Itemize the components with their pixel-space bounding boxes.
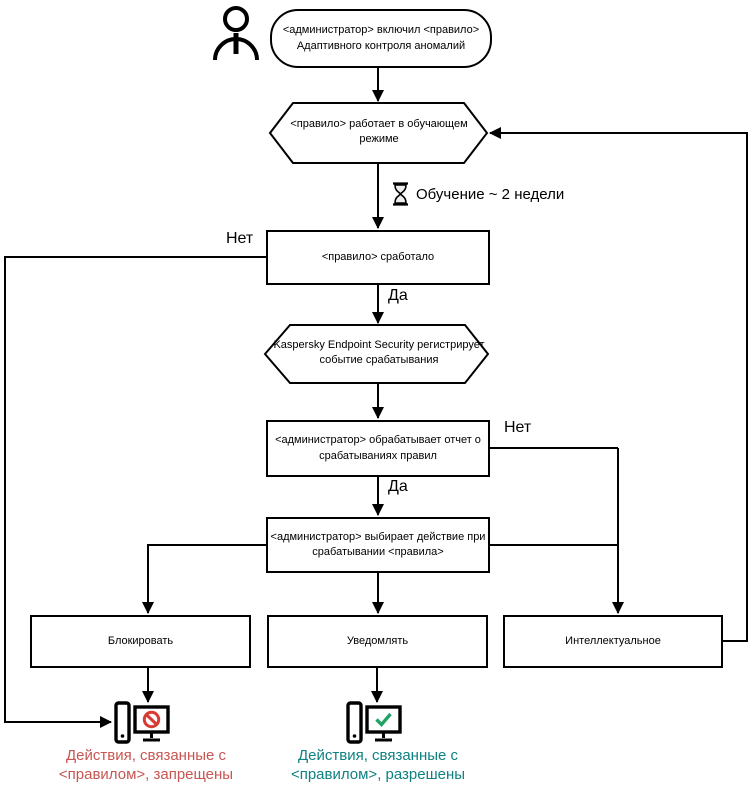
- node-admin-action-line2: срабатывании <правила>: [312, 546, 444, 558]
- label-yes-2: Да: [388, 478, 408, 495]
- node-rule-triggered-label: <правило> сработало: [321, 250, 435, 263]
- label-no-left: Нет: [226, 230, 254, 247]
- node-start-line2: Адаптивного контроля аномалий: [296, 39, 466, 52]
- outcome-allowed-line2: <правилом>, разрешены: [290, 765, 466, 783]
- node-block: Блокировать: [30, 615, 251, 668]
- training-annotation: Обучение ~ 2 недели: [392, 181, 564, 207]
- node-learning-mode-line1: <правило> работает в обучающем: [290, 117, 468, 130]
- label-yes-1: Да: [388, 287, 408, 304]
- node-smart: Интеллектуальное: [503, 615, 723, 668]
- prohibition-monitor-icon: [114, 701, 170, 744]
- node-admin-report-line2: срабатываниях правил: [319, 449, 437, 462]
- label-no-right: Нет: [504, 419, 532, 436]
- node-admin-report-line1: <администратор> обрабатывает отчет о: [275, 434, 481, 447]
- node-start-line1: <администратор> включил <правило>: [282, 24, 480, 37]
- node-notify-label: Уведомлять: [346, 634, 409, 647]
- person-icon: [213, 6, 259, 61]
- node-learning-mode: <правило> работает в обучающем режиме: [283, 106, 475, 158]
- checkmark-monitor-icon: [346, 701, 402, 744]
- outcome-blocked-line2: <правилом>, запрещены: [58, 765, 234, 783]
- node-kes-registers-line2: событие срабатывания: [319, 354, 439, 366]
- node-kes-registers-line1: Kaspersky Endpoint Security регистрирует: [273, 338, 485, 351]
- node-rule-triggered: <правило> сработало: [266, 230, 490, 285]
- node-start: <администратор> включил <правило> Адапти…: [270, 9, 492, 68]
- node-kes-registers: Kaspersky Endpoint Security регистрирует…: [270, 327, 488, 379]
- outcome-allowed-line1: Действия, связанные с: [297, 747, 459, 764]
- training-label: Обучение ~ 2 недели: [416, 185, 565, 203]
- outcome-blocked-line1: Действия, связанные с: [65, 747, 227, 764]
- outcome-blocked: Действия, связанные с <правилом>, запрещ…: [31, 747, 261, 785]
- node-learning-mode-line2: режиме: [359, 133, 399, 145]
- outcome-allowed: Действия, связанные с <правилом>, разреш…: [263, 747, 493, 785]
- node-admin-action: <администратор> выбирает действие при ср…: [266, 517, 490, 573]
- node-block-label: Блокировать: [107, 634, 174, 647]
- node-notify: Уведомлять: [267, 615, 488, 668]
- node-admin-report: <администратор> обрабатывает отчет о сра…: [266, 420, 490, 477]
- node-smart-label: Интеллектуальное: [565, 634, 661, 647]
- node-admin-action-line1: <администратор> выбирает действие при: [270, 530, 486, 543]
- hourglass-icon: [393, 182, 408, 206]
